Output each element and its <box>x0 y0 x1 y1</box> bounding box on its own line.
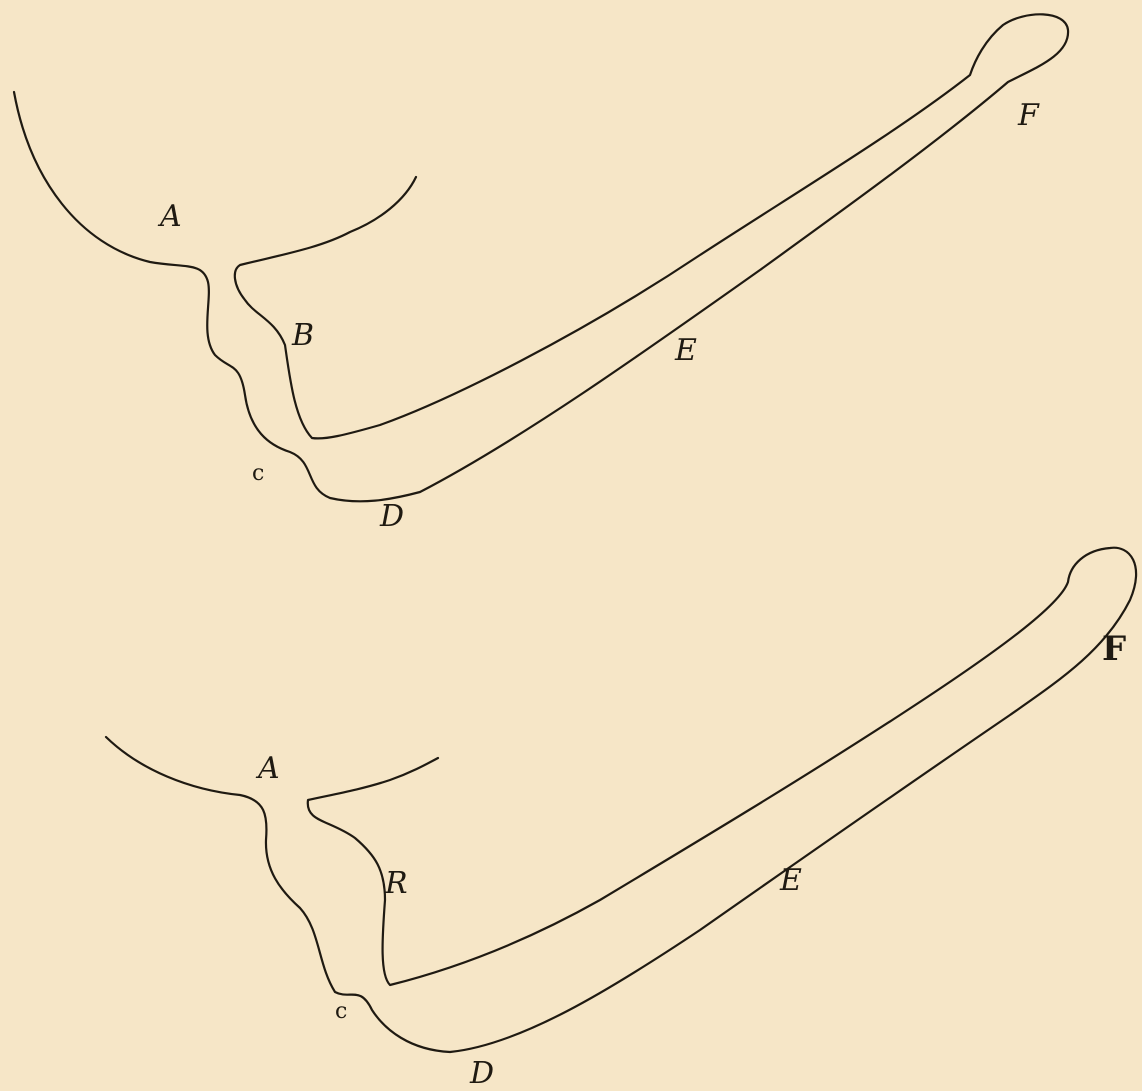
upper-label-a: A <box>157 199 182 234</box>
upper-figure: A B c D E F <box>14 14 1068 534</box>
lower-label-f: F <box>1102 629 1126 669</box>
upper-label-c: c <box>252 461 264 486</box>
lower-outer-contour <box>106 548 1136 1052</box>
upper-label-e: E <box>674 333 697 368</box>
upper-label-b: B <box>291 318 314 353</box>
lower-label-b: R <box>384 866 408 901</box>
upper-label-f: F <box>1017 98 1040 133</box>
lower-label-a: A <box>255 751 280 786</box>
lower-figure: A R c D E F <box>106 548 1136 1091</box>
lower-label-d: D <box>469 1056 494 1091</box>
upper-label-d: D <box>379 499 404 534</box>
lower-label-e: E <box>779 863 802 898</box>
upper-outer-contour <box>14 14 1068 501</box>
lower-label-c: c <box>335 999 347 1024</box>
